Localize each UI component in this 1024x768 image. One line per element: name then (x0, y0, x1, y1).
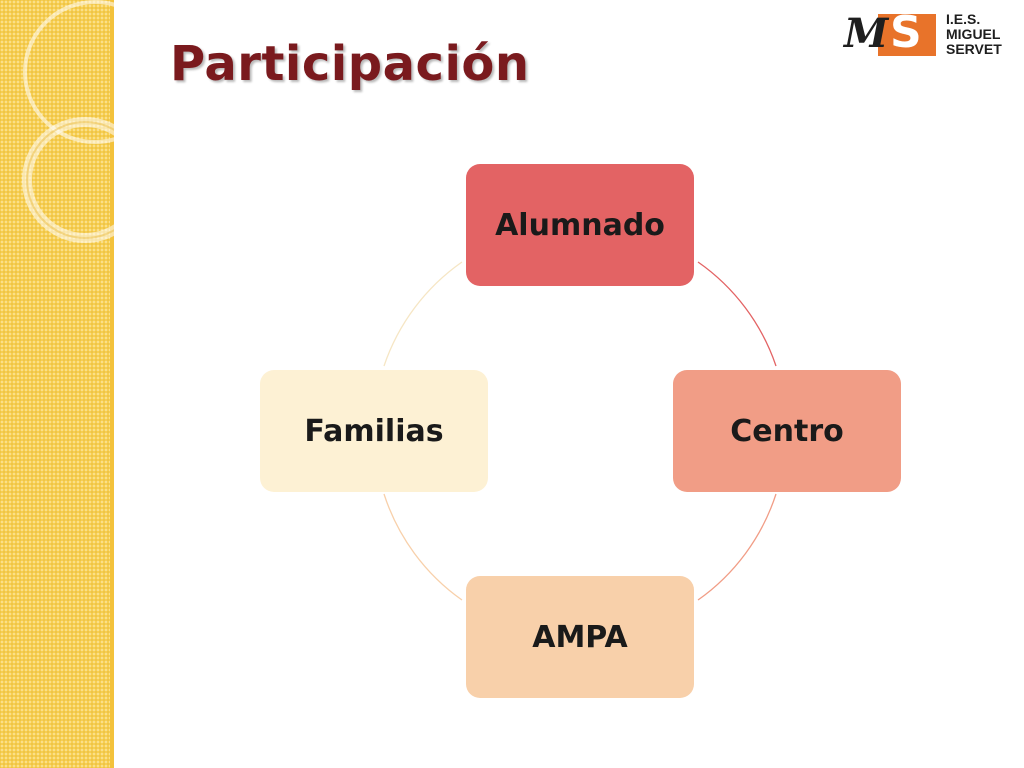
logo-line-ies: I.E.S. (946, 11, 981, 27)
connector-centro-ampa (697, 493, 777, 601)
connector-familias-alumnado (383, 261, 463, 367)
school-logo: M S I.E.S. MIGUEL SERVET (840, 8, 1012, 62)
connector-alumnado-centro (697, 261, 777, 367)
logo-letter: S (890, 7, 922, 58)
node-centro: Centro (673, 370, 901, 492)
node-ampa: AMPA (466, 576, 694, 698)
logo-orange-block (878, 14, 936, 56)
logo-monogram: M (844, 10, 888, 57)
side-band-edge (110, 0, 114, 768)
node-alumnado: Alumnado (466, 164, 694, 286)
connector-ampa-familias (383, 493, 463, 601)
slide-title: Participación (170, 36, 530, 92)
logo-line-servet: SERVET (946, 41, 1002, 57)
decorative-circles (22, 0, 114, 243)
node-familias: Familias (260, 370, 488, 492)
logo-text: I.E.S. MIGUEL SERVET (946, 12, 1002, 57)
logo-line-miguel: MIGUEL (946, 26, 1001, 42)
